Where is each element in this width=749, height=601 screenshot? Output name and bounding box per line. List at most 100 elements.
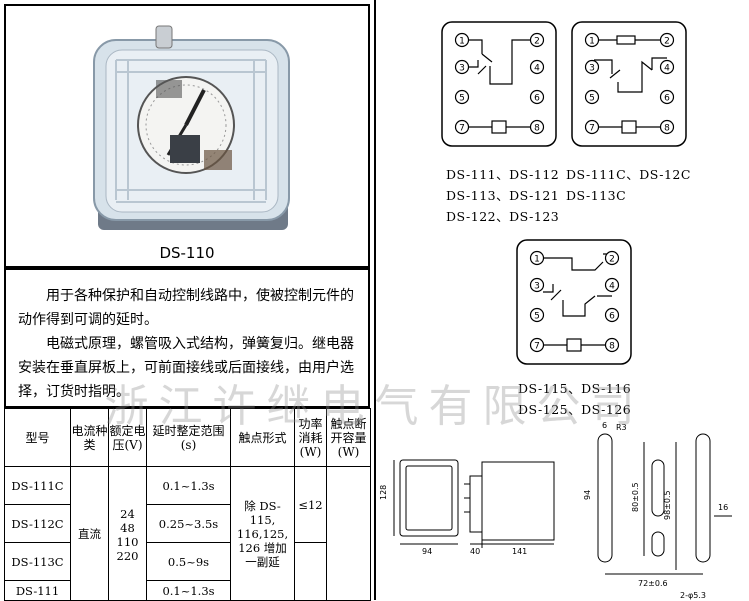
terminal-number: 1 <box>459 37 465 47</box>
terminal-circle <box>529 59 545 75</box>
terminal-number: 3 <box>589 64 595 74</box>
terminal-circle <box>604 337 620 353</box>
diagram-3-label: DS-115、DS-116 <box>518 381 632 396</box>
terminal-circle <box>529 32 545 48</box>
terminal-number: 7 <box>589 124 595 134</box>
terminal-circle <box>529 250 545 266</box>
terminal-number: 8 <box>534 124 540 134</box>
th-power: 功率消耗(W) <box>294 408 327 467</box>
diagram-1-labels: DS-111、DS-112 DS-113、DS-121 DS-122、DS-12… <box>446 164 559 227</box>
table-cell-model: DS-113C <box>4 542 71 581</box>
terminal-circle <box>659 89 675 105</box>
table-cell-range: 0.1~1.3s <box>146 466 231 505</box>
terminal-number: 2 <box>609 255 615 265</box>
diagram-2-labels: DS-111C、DS-12C DS-113C <box>566 164 691 206</box>
table-cell-model: DS-111 <box>4 580 71 601</box>
terminal-number: 7 <box>534 342 540 352</box>
terminal-circle <box>529 307 545 323</box>
dim-side-t: 16 <box>718 503 728 512</box>
th-current-type: 电流种类 <box>70 408 109 467</box>
terminal-circle <box>529 277 545 293</box>
terminal-circle <box>659 119 675 135</box>
dim-slot-w: 6 <box>602 421 607 430</box>
relay-photo <box>93 25 290 230</box>
terminal-number: 2 <box>534 37 540 47</box>
terminal-circle <box>529 89 545 105</box>
terminal-number: 4 <box>609 282 615 292</box>
diagram-3-labels: DS-115、DS-116 DS-125、DS-126 <box>518 378 631 420</box>
terminal-circle <box>529 337 545 353</box>
terminal-number: 6 <box>609 312 615 322</box>
terminal-number: 1 <box>589 37 595 47</box>
terminal-circle <box>529 119 545 135</box>
description-paragraph-1: 用于各种保护和自动控制线路中，使被控制元件的动作得到可调的延时。 <box>18 288 354 328</box>
table-cell-model: DS-112C <box>4 504 71 543</box>
th-voltage: 额定电压(V) <box>108 408 147 467</box>
terminal-number: 4 <box>534 64 540 74</box>
dim-slot-c2: 98±0.5 <box>663 490 672 520</box>
diagram-3-label: DS-125、DS-126 <box>518 402 632 417</box>
table-cell-model: DS-111C <box>4 466 71 505</box>
terminal-number: 4 <box>664 64 670 74</box>
terminal-circle <box>454 119 470 135</box>
terminal-number: 2 <box>664 37 670 47</box>
wiring-diagram-1 <box>441 21 557 147</box>
terminal-number: 8 <box>664 124 670 134</box>
terminal-number: 7 <box>459 124 465 134</box>
terminal-number: 5 <box>534 312 540 322</box>
diagram-1-label: DS-113、DS-121 <box>446 188 560 203</box>
wiring-diagram-3 <box>516 239 632 365</box>
diagram-2-label: DS-111C、DS-12C <box>566 167 691 182</box>
th-delay-range: 延时整定范围(s) <box>146 408 231 467</box>
terminal-number: 5 <box>589 94 595 104</box>
dim-slot-pitch: 72±0.6 <box>638 579 668 588</box>
photo-caption: DS-110 <box>159 244 215 262</box>
dim-slot-h: 94 <box>583 490 592 500</box>
table-cell-range: 0.5~9s <box>146 542 231 581</box>
terminal-circle <box>584 32 600 48</box>
terminal-number: 3 <box>534 282 540 292</box>
description-panel: 用于各种保护和自动控制线路中，使被控制元件的动作得到可调的延时。 电磁式原理，螺… <box>4 268 370 408</box>
dim-front-h: 128 <box>380 485 388 500</box>
panel-divider <box>374 0 376 600</box>
table-cell-range: 0.25~3.5s <box>146 504 231 543</box>
th-model: 型号 <box>4 408 71 467</box>
th-breaking-capacity: 触点断开容量(W) <box>326 408 371 467</box>
terminal-circle <box>659 59 675 75</box>
dim-slot-c1: 80±0.5 <box>631 482 640 512</box>
terminal-circle <box>584 89 600 105</box>
terminal-circle <box>659 32 675 48</box>
terminal-number: 3 <box>459 64 465 74</box>
th-contact-form: 触点形式 <box>230 408 295 467</box>
dimension-drawing: 128 94 40 141 6 R3 94 80±0.5 98±0.5 72±0… <box>380 421 732 600</box>
terminal-number: 6 <box>534 94 540 104</box>
table-cell-voltages: 24 48 110 220 <box>108 466 147 601</box>
terminal-number: 1 <box>534 255 540 265</box>
terminal-circle <box>604 307 620 323</box>
terminal-circle <box>584 119 600 135</box>
dim-front-w: 94 <box>422 547 432 556</box>
dim-side-w2: 141 <box>512 547 527 556</box>
terminal-number: 6 <box>664 94 670 104</box>
table-cell-power-empty <box>294 542 327 601</box>
terminal-circle <box>584 59 600 75</box>
terminal-circle <box>604 250 620 266</box>
dim-slot-r: R3 <box>616 423 627 432</box>
terminal-circle <box>454 32 470 48</box>
table-cell-power: ≤12 <box>294 466 327 543</box>
spec-table: 型号 电流种类 额定电压(V) 延时整定范围(s) 触点形式 功率消耗(W) 触… <box>4 408 371 601</box>
table-cell-contact-form: 除 DS-115, 116,125, 126 增加一副延 <box>230 466 295 601</box>
dim-hole: 2-φ5.3 <box>680 591 706 600</box>
diagram-2-label: DS-113C <box>566 188 627 203</box>
diagram-1-label: DS-122、DS-123 <box>446 209 560 224</box>
dim-side-w1: 40 <box>470 547 480 556</box>
table-cell-current-type: 直流 <box>70 466 109 601</box>
terminal-circle <box>454 59 470 75</box>
terminal-circle <box>604 277 620 293</box>
table-cell-capacity <box>326 466 371 601</box>
description-paragraph-2: 电磁式原理，螺管吸入式结构，弹簧复归。继电器安装在垂直屏板上，可前面接线或后面接… <box>18 336 354 400</box>
diagram-1-label: DS-111、DS-112 <box>446 167 560 182</box>
terminal-number: 8 <box>609 342 615 352</box>
terminal-circle <box>454 89 470 105</box>
